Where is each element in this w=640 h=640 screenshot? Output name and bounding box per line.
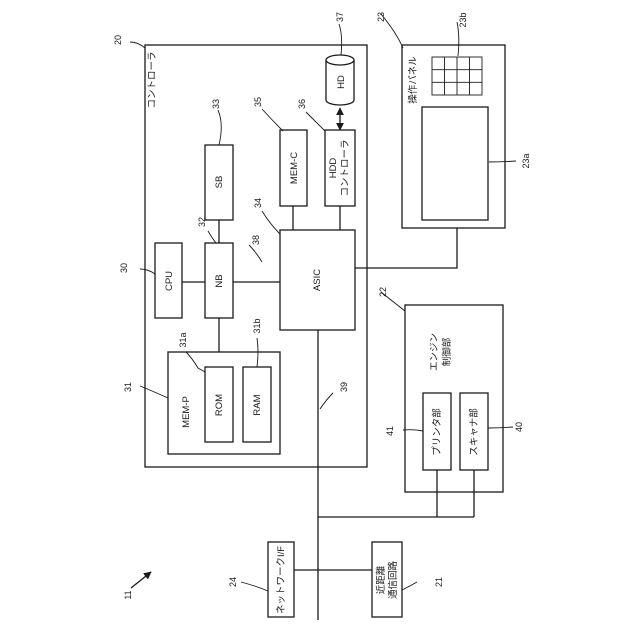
hdd-controller-label-1: HDD [328,158,339,179]
ref-23a: 23a [521,153,531,168]
near-field-label-1: 近距離 [375,565,387,594]
asic-panel-line [355,228,457,268]
asic-label: ASIC [312,269,323,291]
ref-11: 11 [123,590,133,599]
ref-37: 37 [335,12,345,22]
ref-34: 34 [253,198,263,208]
ref-23: 23 [376,12,386,22]
ref-35: 35 [253,97,263,107]
controller-label: コントローラ [147,51,158,108]
ref-22: 22 [378,287,388,297]
ref-40: 40 [514,422,524,432]
ref-24: 24 [228,577,238,587]
hdd-controller-label-2: コントローラ [340,139,351,196]
memp-label: MEM-P [181,396,192,428]
ref-21: 21 [434,577,444,587]
ref-30: 30 [119,263,129,273]
printer-label: プリンタ部 [431,408,443,456]
sb-label: SB [214,176,225,189]
ref-31: 31 [123,382,133,392]
network-if-label: ネットワークI/F [276,546,287,614]
ref-33: 33 [211,99,221,109]
ref-41: 41 [385,426,395,436]
ref-36: 36 [297,99,307,109]
ref-39: 39 [339,382,349,392]
ref-31b: 31b [252,318,262,333]
scanner-label: スキャナ部 [468,408,480,456]
device-arrow [131,572,151,588]
operation-panel-label: 操作パネル [407,56,419,104]
ram-label: RAM [252,394,263,415]
ref-38: 38 [251,235,261,245]
engine-label-2: 制御部 [441,338,453,367]
engine-label-1: エンジン [429,333,440,371]
nb-label: NB [214,274,225,287]
near-field-label-2: 通信回路 [387,561,399,600]
ref-32: 32 [197,217,207,227]
ref-31a: 31a [178,332,188,347]
cpu-label: CPU [164,271,175,291]
ref-20: 20 [113,35,123,45]
rom-label: ROM [214,394,225,416]
ref-23b: 23b [458,12,468,27]
hd-label: HD [336,75,347,89]
panel-display [422,107,488,220]
memc-label: MEM-C [289,152,300,184]
